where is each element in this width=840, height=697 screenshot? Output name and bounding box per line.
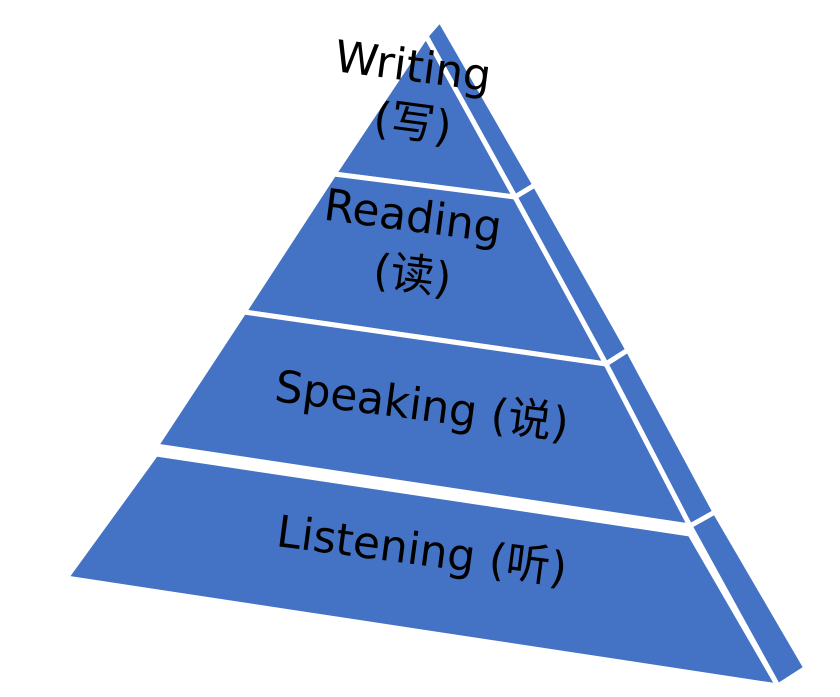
tier-listening: Listening (听) bbox=[61, 451, 810, 690]
tier-writing-label-line2: (写) bbox=[370, 93, 454, 154]
tier-listening-front bbox=[61, 451, 783, 690]
tier-writing: Writing (写) bbox=[329, 15, 539, 201]
tier-writing-label-line1: Writing bbox=[332, 31, 494, 102]
tier-reading: Reading (读) bbox=[239, 171, 632, 368]
tier-reading-label-line2: (读) bbox=[370, 245, 454, 306]
